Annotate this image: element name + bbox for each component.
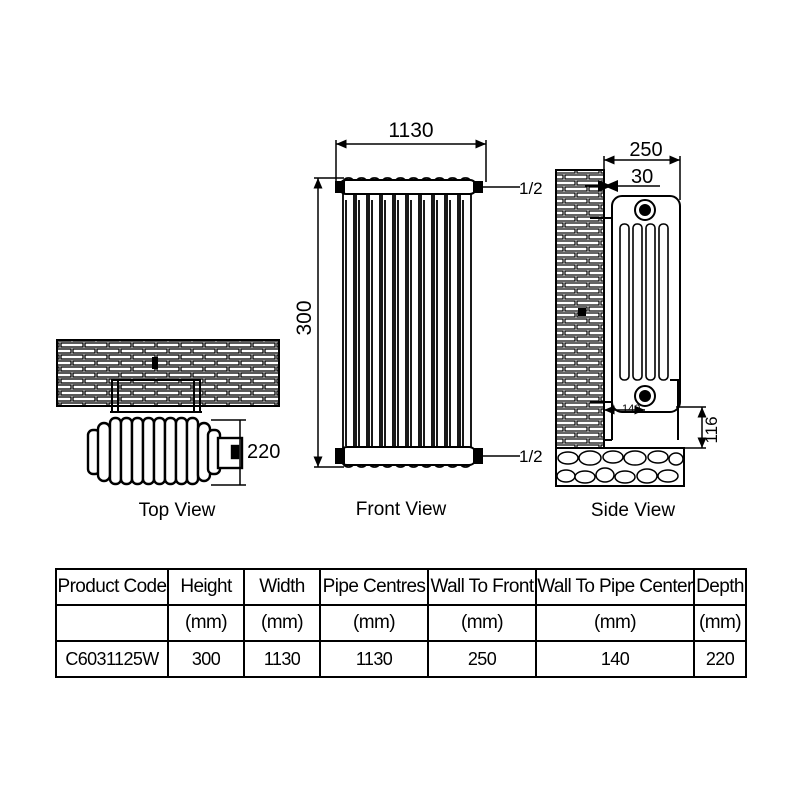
top-view-label: Top View bbox=[138, 500, 216, 521]
unit-wall-to-pipe-center: (mm) bbox=[535, 604, 695, 642]
header-product-code: Product Code bbox=[55, 568, 169, 606]
top-view-brackets bbox=[110, 379, 202, 413]
top-view: 220 bbox=[56, 339, 280, 486]
value-depth: 220 bbox=[693, 640, 747, 678]
unit-depth: (mm) bbox=[693, 604, 747, 642]
value-height: 300 bbox=[167, 640, 245, 678]
front-view-label: Front View bbox=[355, 499, 447, 520]
front-view: 1130 300 bbox=[293, 119, 543, 468]
header-pipe-centres: Pipe Centres bbox=[319, 568, 429, 606]
side-view: 250 30 140 bbox=[555, 139, 721, 487]
header-wall-to-front: Wall To Front bbox=[427, 568, 537, 606]
value-product-code: C6031125W bbox=[55, 640, 169, 678]
side-view-valves bbox=[634, 199, 656, 407]
side-view-pipe-height-dimension: 116 bbox=[702, 416, 721, 443]
unit-product-code bbox=[55, 604, 169, 642]
spec-table-header-row: Product Code Height Width Pipe Centres W… bbox=[55, 568, 747, 606]
unit-pipe-centres: (mm) bbox=[319, 604, 429, 642]
unit-width: (mm) bbox=[243, 604, 321, 642]
side-view-bracket-dimension: 30 bbox=[631, 166, 653, 188]
unit-height: (mm) bbox=[167, 604, 245, 642]
spec-table-data-row: C6031125W 300 1130 1130 250 140 220 bbox=[55, 640, 747, 678]
top-view-wall-marker bbox=[152, 357, 158, 369]
top-view-depth-dimension: 220 bbox=[247, 441, 280, 463]
spec-table-units-row: (mm) (mm) (mm) (mm) (mm) (mm) bbox=[55, 604, 747, 642]
header-wall-to-pipe-center: Wall To Pipe Center bbox=[535, 568, 695, 606]
technical-drawing: 220 1130 300 bbox=[56, 119, 721, 487]
front-view-top-pipe-size: 1/2 bbox=[519, 179, 543, 198]
header-width: Width bbox=[243, 568, 321, 606]
side-view-radiator-tubes bbox=[619, 223, 669, 381]
top-view-wall bbox=[56, 339, 280, 407]
header-depth: Depth bbox=[693, 568, 747, 606]
side-view-wall-to-front-dimension: 250 bbox=[629, 139, 662, 161]
top-view-radiator bbox=[86, 416, 244, 486]
unit-wall-to-front: (mm) bbox=[427, 604, 537, 642]
side-view-floor-stones bbox=[556, 450, 684, 484]
value-wall-to-front: 250 bbox=[427, 640, 537, 678]
spec-table: Product Code Height Width Pipe Centres W… bbox=[55, 568, 747, 678]
value-pipe-centres: 1130 bbox=[319, 640, 429, 678]
side-view-wall-marker bbox=[578, 308, 586, 316]
front-view-height-dimension: 300 bbox=[293, 300, 316, 335]
front-view-bottom-pipe-size: 1/2 bbox=[519, 447, 543, 466]
value-wall-to-pipe-center: 140 bbox=[535, 640, 695, 678]
side-view-brackets bbox=[590, 217, 680, 441]
front-view-radiator-columns bbox=[342, 177, 472, 468]
value-width: 1130 bbox=[243, 640, 321, 678]
front-view-width-dimension: 1130 bbox=[388, 119, 433, 142]
side-view-wall-to-pipe-dimension: 140 bbox=[622, 403, 640, 415]
side-view-label: Side View bbox=[590, 500, 676, 521]
front-view-manifolds bbox=[335, 179, 483, 466]
header-height: Height bbox=[167, 568, 245, 606]
